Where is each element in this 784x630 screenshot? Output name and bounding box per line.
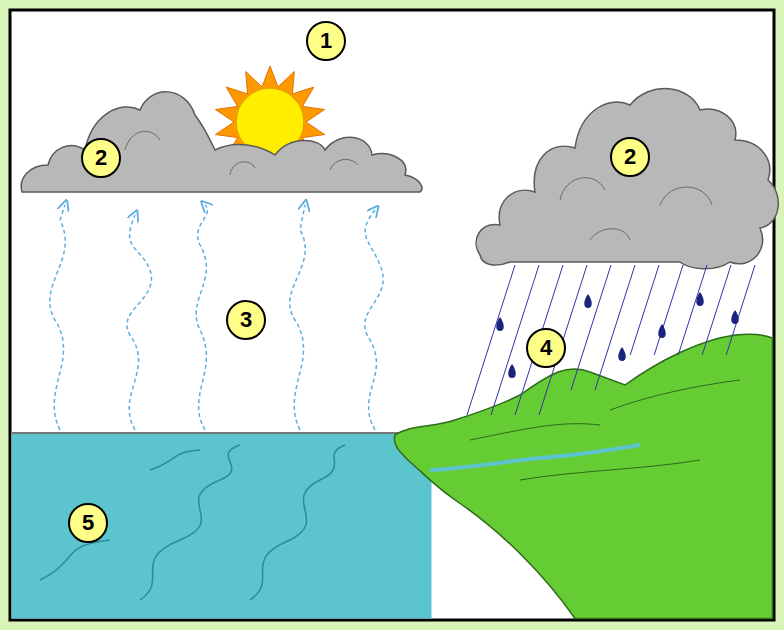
raindrop [584, 294, 592, 308]
callout-number: 1 [320, 30, 332, 52]
raindrop [496, 317, 504, 331]
rain-streak [726, 265, 755, 355]
rain-streak [571, 265, 611, 390]
sea [12, 433, 432, 619]
horizon [12, 432, 406, 434]
raindrop [658, 324, 666, 338]
raindrop [508, 364, 516, 378]
rain-streak [467, 265, 515, 415]
raindrop [731, 310, 739, 324]
callout-number: 2 [624, 146, 636, 168]
river [430, 445, 640, 470]
rain-streak [654, 265, 683, 355]
rain-streak [678, 265, 707, 355]
evaporation [50, 205, 383, 430]
raindrops [496, 292, 739, 378]
callout-circle: 2 [81, 138, 121, 178]
cloud [21, 92, 422, 192]
rain [467, 265, 755, 415]
rain-streak [595, 265, 635, 390]
waves [40, 445, 345, 600]
callout-number: 5 [82, 512, 94, 534]
cloud-detail [125, 131, 358, 175]
callout-number: 4 [540, 337, 552, 359]
callout-circle: 3 [226, 300, 266, 340]
callout-number: 2 [95, 147, 107, 169]
rain-cloud [476, 89, 778, 269]
callout-number: 3 [240, 309, 252, 331]
raindrop [618, 347, 626, 361]
callout-circle: 4 [526, 328, 566, 368]
rain-streak [630, 265, 659, 355]
land [394, 334, 772, 618]
callout-circle: 1 [306, 21, 346, 61]
contours [470, 380, 740, 480]
raindrop [696, 292, 704, 306]
rain-streak [702, 265, 731, 355]
callout-circle: 5 [68, 503, 108, 543]
callout-circle: 2 [610, 137, 650, 177]
cloud-detail [560, 178, 712, 240]
